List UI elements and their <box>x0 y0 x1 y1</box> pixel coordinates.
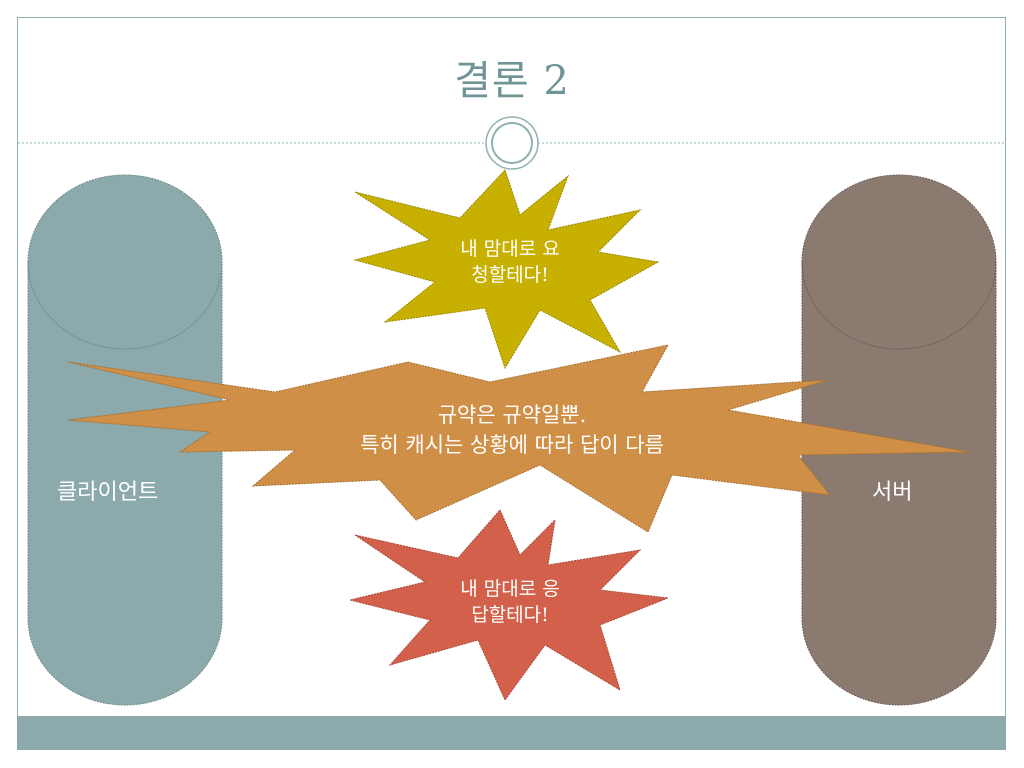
response-burst-text: 내 맘대로 응 답할테다! <box>420 576 600 628</box>
client-cylinder <box>27 174 223 706</box>
response-line-1: 내 맘대로 응 <box>460 578 560 600</box>
circle-ornament-icon <box>485 116 539 170</box>
protocol-line-1: 규약은 규약일뿐. <box>437 403 587 427</box>
server-label: 서버 <box>872 480 913 505</box>
request-line-1: 내 맘대로 요 <box>460 238 560 260</box>
response-line-2: 답할테다! <box>471 604 549 626</box>
client-label: 클라이언트 <box>57 480 159 505</box>
request-line-2: 청할테다! <box>471 264 549 286</box>
protocol-burst-text: 규약은 규약일뿐. 특히 캐시는 상황에 따라 답이 다름 <box>262 400 762 460</box>
request-burst-text: 내 맘대로 요 청할테다! <box>420 236 600 288</box>
protocol-burst <box>67 344 971 533</box>
response-burst <box>349 509 669 701</box>
bottom-bar <box>17 716 1006 750</box>
request-burst <box>353 169 660 370</box>
slide-title: 결론 2 <box>454 58 570 104</box>
protocol-line-2: 특히 캐시는 상황에 따라 답이 다름 <box>360 433 664 457</box>
